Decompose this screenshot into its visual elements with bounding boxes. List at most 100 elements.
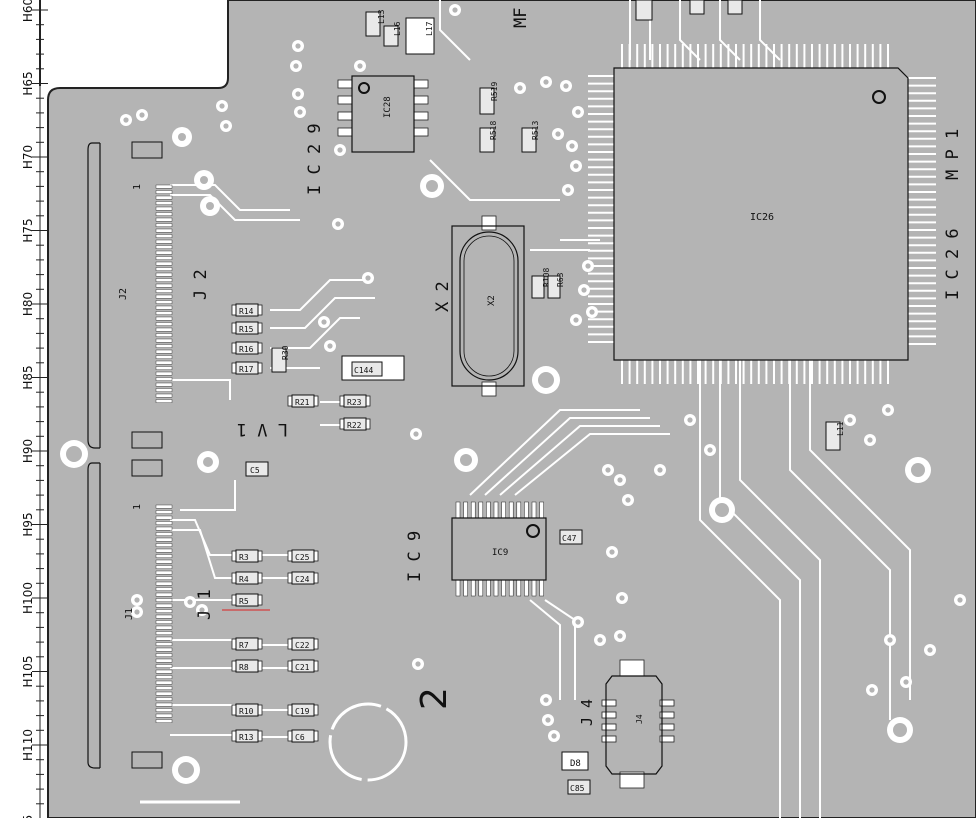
ic29-silk-label: I C 2 9 <box>305 123 325 195</box>
connector-pin <box>155 344 173 348</box>
ic26-silk-label: I C 2 6 <box>943 228 963 300</box>
j2-silk-label: J 2 <box>191 269 211 300</box>
connector-pin <box>155 256 173 260</box>
connector-pin <box>155 300 173 304</box>
connector-pin <box>155 201 173 205</box>
smd-label: C25 <box>295 553 310 562</box>
smd-label: C22 <box>295 641 310 650</box>
j1-silk-label: J 1 <box>195 589 215 620</box>
smd-body <box>235 703 259 717</box>
ic9-silk-label: I C 9 <box>405 531 425 582</box>
connector-pin <box>155 713 173 718</box>
j4-silk-label: J 4 <box>578 699 596 726</box>
l17-label: L17 <box>425 21 434 36</box>
smd-body <box>291 729 315 743</box>
connector-pin <box>155 636 173 641</box>
connector-pin <box>155 223 173 227</box>
smd-body <box>235 549 259 563</box>
connector-pin <box>155 697 173 701</box>
ruler-label: H110 <box>21 729 35 761</box>
connector-pin <box>155 311 173 315</box>
ruler-label: H100 <box>21 582 35 614</box>
smd-label: R10 <box>239 707 254 716</box>
connector-pin <box>155 206 173 211</box>
connector-pin <box>155 272 173 277</box>
connector-pin <box>155 322 173 326</box>
j2-connector: J2 1 <box>87 141 173 449</box>
r513-label: R513 <box>531 121 540 140</box>
l13-label: L13 <box>377 9 386 24</box>
smd-label: R14 <box>239 307 254 316</box>
connector-pin <box>155 239 173 244</box>
connector-pin <box>155 327 173 332</box>
smd-body <box>235 637 259 651</box>
ruler-label: H60 <box>21 0 35 22</box>
connector-pin <box>155 338 173 343</box>
connector-pin <box>155 548 173 553</box>
x2-crystal: X2 R108 R63 <box>451 215 565 397</box>
connector-pin <box>155 228 173 233</box>
connector-pin <box>155 515 173 520</box>
smd-body <box>291 571 315 585</box>
j1-part-label: J1 <box>124 608 135 620</box>
connector-pin <box>155 708 173 712</box>
connector-pin <box>155 212 173 216</box>
smd-label: R4 <box>239 575 249 584</box>
connector-pin <box>155 598 173 602</box>
connector-pin <box>155 360 173 365</box>
l11-label: L11 <box>836 421 845 436</box>
ruler-label: H75 <box>21 218 35 242</box>
smd-label: C21 <box>295 663 310 672</box>
smd-body <box>235 361 259 375</box>
mf-silk-label: MF <box>511 8 531 28</box>
smd-label: R7 <box>239 641 249 650</box>
x2-silk-label: X 2 <box>433 281 453 312</box>
big-two-label: 2 <box>414 687 455 710</box>
j2-pin1-label: 1 <box>132 184 143 190</box>
mount-circle <box>328 702 408 782</box>
connector-pin <box>155 234 173 238</box>
connector-pin <box>155 393 173 398</box>
ruler-label: H80 <box>21 292 35 316</box>
connector-pin <box>155 565 173 569</box>
connector-pin <box>155 504 173 509</box>
ruler-label: H105 <box>21 656 35 688</box>
l16-label: L16 <box>393 21 402 36</box>
connector-pin <box>155 283 173 288</box>
c5-label: C5 <box>250 466 260 475</box>
ruler-label: H65 <box>21 71 35 95</box>
connector-pin <box>155 294 173 299</box>
c47-label: C47 <box>562 534 577 543</box>
smd-body <box>291 549 315 563</box>
ruler-label: H95 <box>21 512 35 536</box>
smd-body <box>235 341 259 355</box>
connector-pin <box>155 581 173 586</box>
connector-pin <box>155 184 173 189</box>
connector-pin <box>155 620 173 624</box>
connector-pin <box>155 532 173 536</box>
connector-pin <box>155 278 173 282</box>
ic28-chip: IC28 <box>337 75 429 153</box>
connector-pin <box>155 614 173 619</box>
smd-body <box>235 571 259 585</box>
connector-pin <box>155 537 173 542</box>
connector-pin <box>155 267 173 271</box>
connector-pin <box>155 719 173 723</box>
connector-pin <box>155 245 173 249</box>
connector-pin <box>155 305 173 310</box>
connector-pin <box>155 669 173 674</box>
smd-label: R8 <box>239 663 249 672</box>
r518-label: R518 <box>489 121 498 140</box>
ic28-label: IC28 <box>383 96 393 118</box>
d8-label: D8 <box>570 759 581 769</box>
top-small-parts: L13 L16 L17 R519 R518 R513 <box>365 0 743 153</box>
smd-label: R13 <box>239 733 254 742</box>
j4-part-label: J4 <box>635 714 644 724</box>
r30-label: R30 <box>281 345 290 360</box>
connector-pin <box>155 399 173 403</box>
r108-label: R108 <box>542 268 551 287</box>
smd-body <box>235 593 259 607</box>
connector-pin <box>155 603 173 608</box>
ruler-label: H85 <box>21 365 35 389</box>
